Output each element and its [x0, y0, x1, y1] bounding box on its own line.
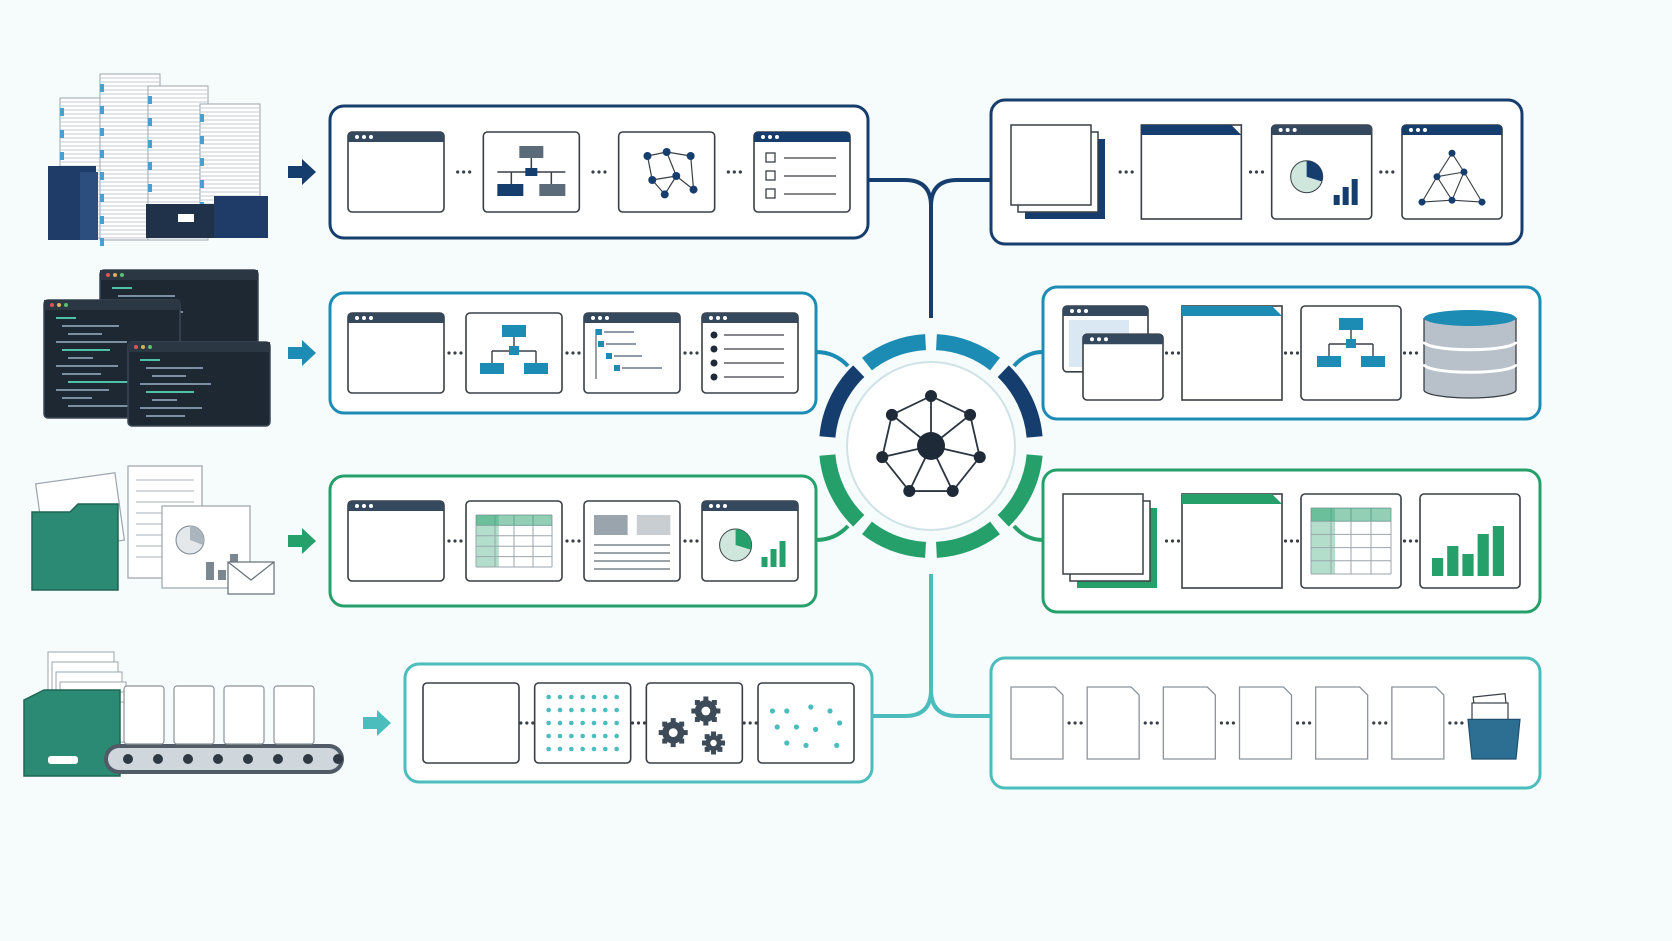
central-hub — [819, 334, 1043, 558]
card-tray-conveyor-icon — [23, 651, 344, 777]
scattered-dots-icon — [757, 682, 855, 764]
pie-bar-chart-icon — [701, 500, 799, 582]
hierarchy-icon — [465, 312, 563, 394]
database-icon — [1422, 310, 1518, 399]
stacked-pages-icon — [1062, 493, 1157, 588]
folder-reports-mail-icon — [31, 465, 275, 595]
hub-ring-segment — [936, 521, 1000, 558]
arrow-right-icon — [363, 710, 391, 736]
flowchart-icon — [482, 131, 581, 213]
bullet-list-window-icon — [701, 312, 799, 394]
page-icon — [1391, 686, 1445, 760]
hub-ring-segment — [819, 365, 865, 438]
gantt-chart-icon — [583, 312, 681, 394]
page-icon — [1086, 686, 1140, 760]
input-arrows — [288, 159, 391, 736]
browser-window-icon — [347, 131, 445, 213]
hub-ring-segment — [936, 334, 1000, 371]
browser-window-icon — [347, 500, 445, 582]
stacked-pages-icon — [1010, 124, 1105, 219]
connector-line-cards — [872, 574, 991, 718]
arrow-right-icon — [288, 159, 316, 185]
blank-card-icon — [422, 682, 520, 764]
connector-lines — [815, 178, 1044, 718]
page-icon — [1010, 686, 1064, 760]
paper-stack-binders-icon — [48, 73, 268, 246]
blank-page-icon — [1140, 124, 1243, 220]
page-icon — [1238, 686, 1293, 760]
table-icon — [1300, 493, 1402, 589]
article-layout-icon — [583, 500, 681, 582]
gears-icon — [645, 682, 744, 764]
graph-window-icon — [1401, 124, 1503, 220]
hub-ring-segment — [997, 365, 1043, 438]
node-graph-icon — [617, 131, 716, 213]
pie-bar-chart-icon — [1270, 124, 1373, 220]
table-icon — [465, 500, 563, 582]
browser-window-icon — [347, 312, 445, 394]
source-illustrations — [23, 73, 344, 777]
dot-grid-icon — [533, 682, 632, 764]
arrow-right-icon — [288, 340, 316, 366]
blank-page-icon — [1181, 305, 1283, 401]
checklist-window-icon — [753, 131, 851, 213]
page-icon — [1315, 686, 1369, 760]
connector-line-code — [815, 350, 1044, 368]
hub-ring-segment — [997, 454, 1043, 527]
stage-panels — [328, 98, 1542, 790]
arrow-right-icon — [288, 528, 316, 554]
connector-line-documents — [868, 178, 991, 318]
connector-line-reports — [815, 524, 1044, 542]
page-icon — [1162, 686, 1216, 760]
hierarchy-icon — [1300, 305, 1402, 401]
bar-chart-icon — [1419, 493, 1521, 589]
network-hub-icon — [876, 390, 986, 498]
stacked-windows-icon — [1062, 305, 1164, 401]
card-tray-icon — [1467, 693, 1521, 760]
hub-ring-segment — [862, 521, 926, 558]
hub-ring-segment — [862, 334, 926, 371]
hub-ring-segment — [819, 454, 865, 527]
blank-page-icon — [1181, 493, 1283, 589]
code-editor-windows-icon — [43, 269, 271, 427]
